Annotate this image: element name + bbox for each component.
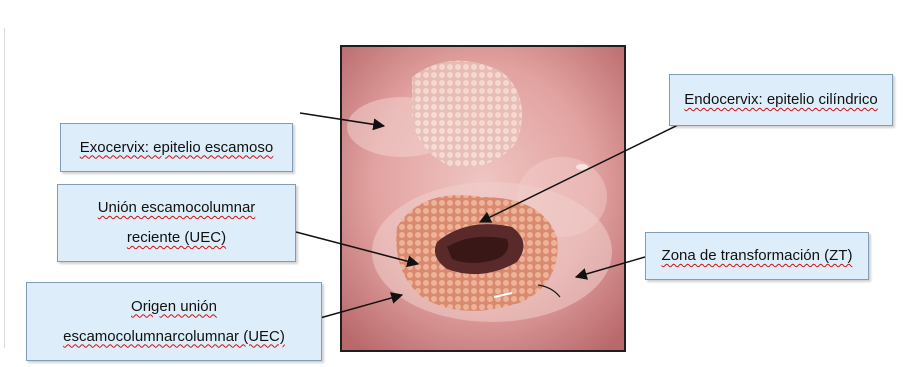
arrow-endocervix [480,125,678,222]
arrow-exocervix [300,113,384,126]
arrow-origen-uec [320,295,402,318]
arrow-uec-reciente [296,232,418,264]
label-origen-uec: Origen unión escamocolumnarcolumnar (UEC… [26,282,322,361]
arrow-zona-transformacion [576,257,645,277]
label-zona-transformacion: Zona de transformación (ZT) [645,232,869,280]
label-exocervix: Exocervix: epitelio escamoso [60,123,293,172]
label-uec-reciente: Unión escamocolumnar reciente (UEC) [57,184,296,262]
label-endocervix: Endocervix: epitelio cilíndrico [669,74,893,126]
